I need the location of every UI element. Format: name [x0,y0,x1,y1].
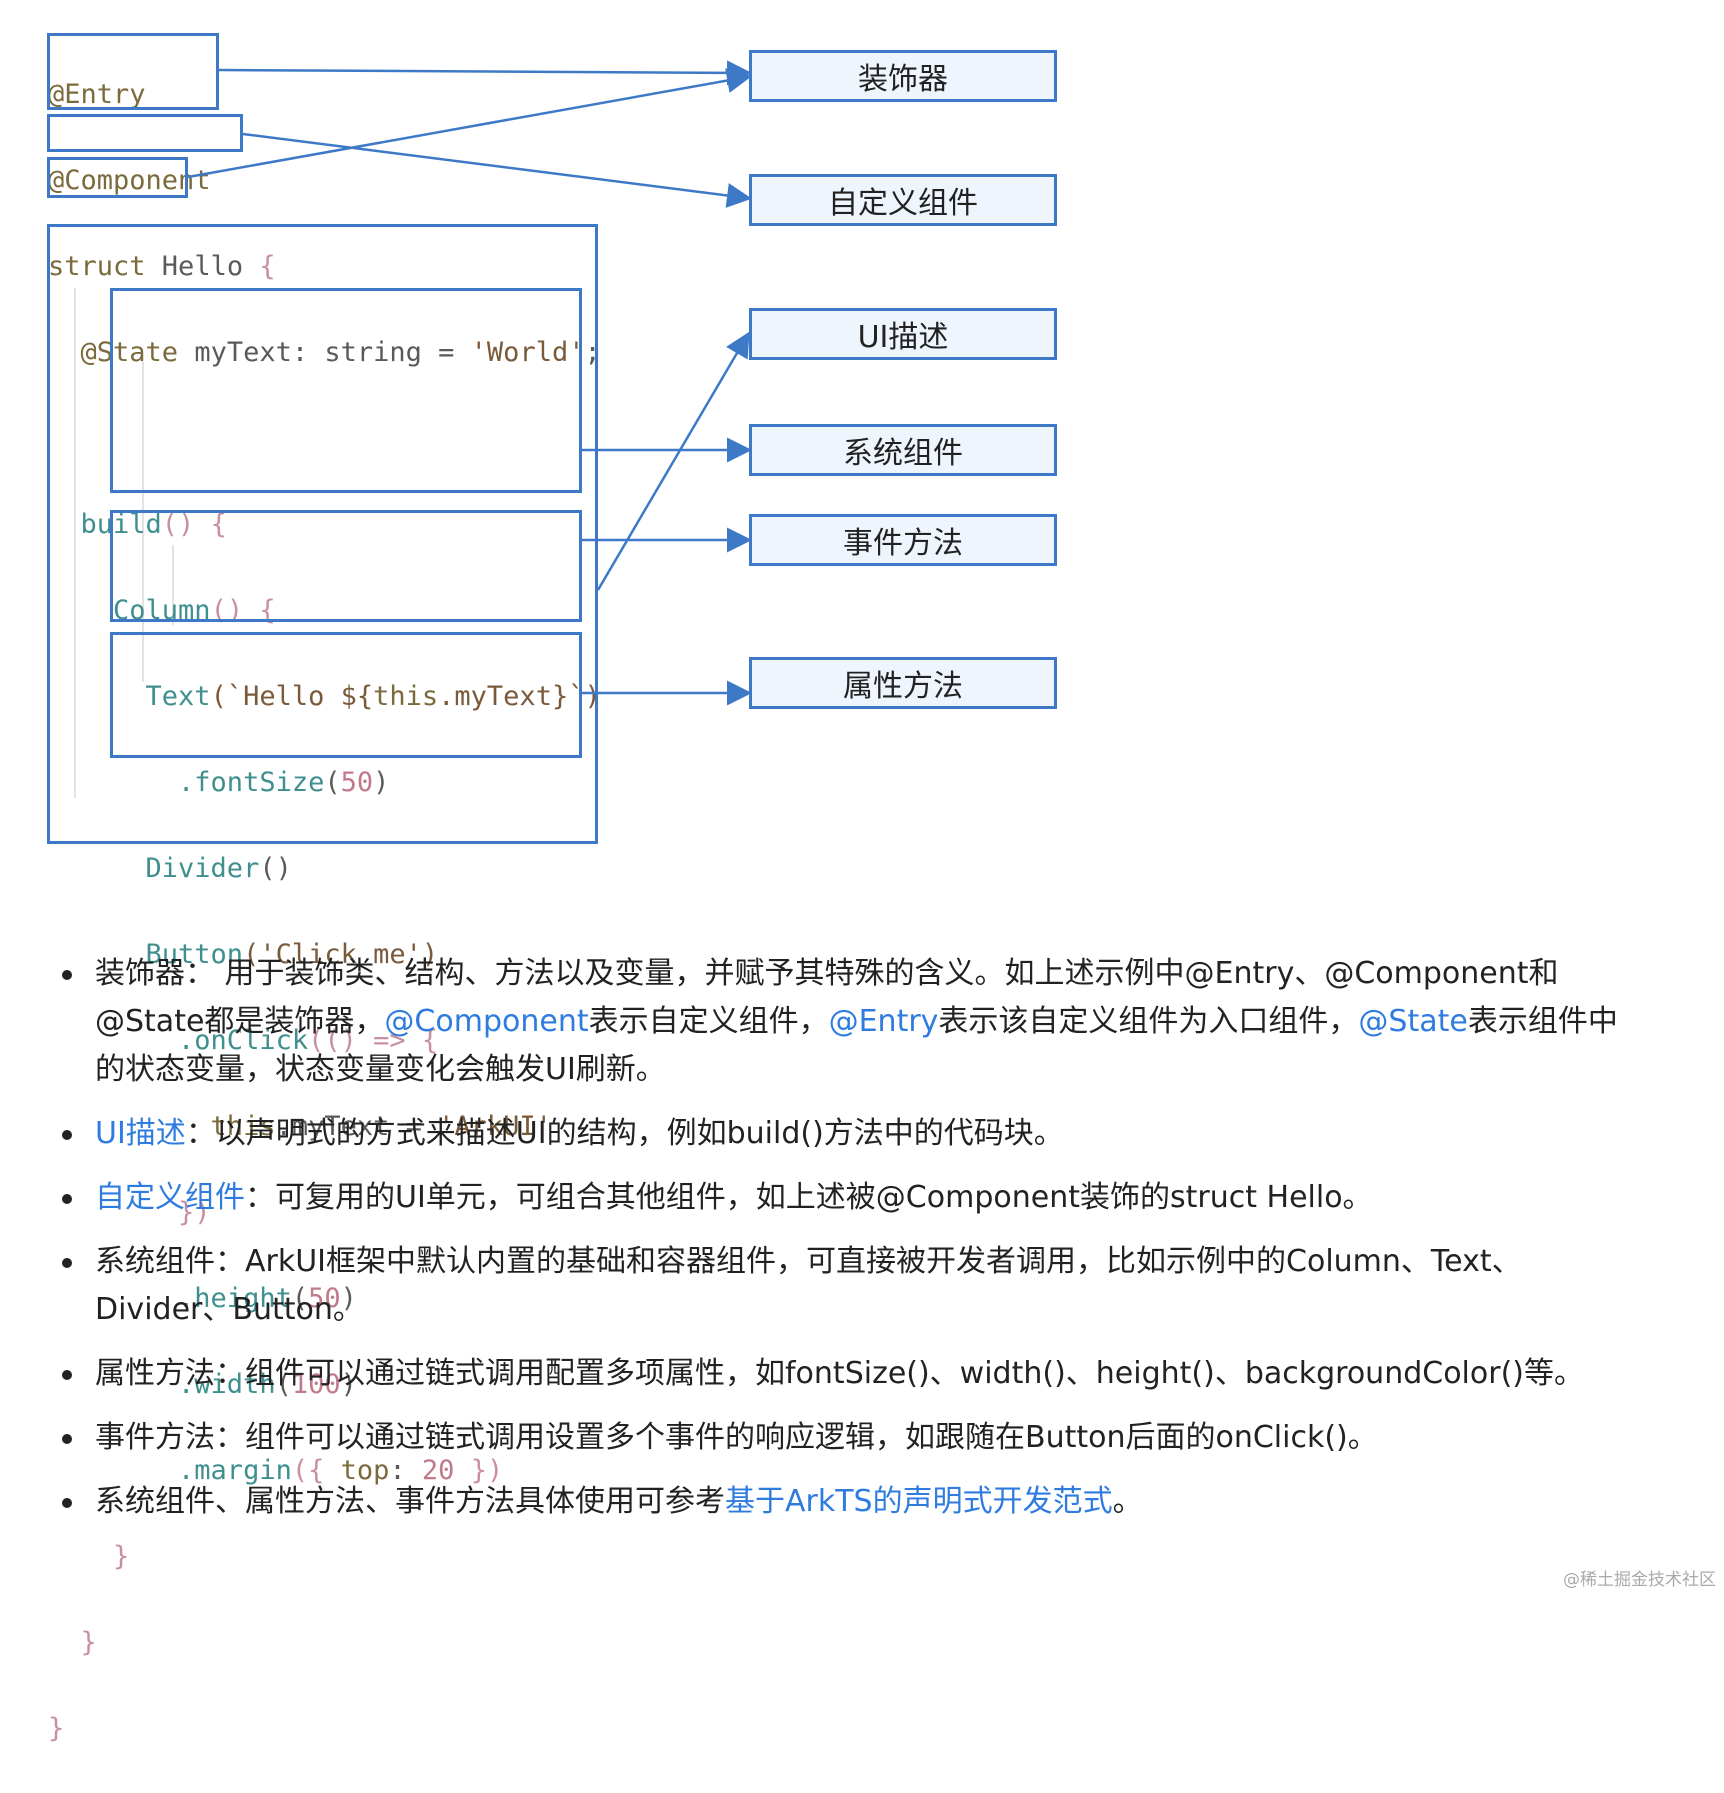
arrow-state-to-decorator [187,68,752,179]
arrow-struct-to-custom-component [242,132,752,208]
link-entry[interactable]: @Entry [828,1004,939,1039]
list-item: 系统组件、属性方法、事件方法具体使用可参考基于ArkTS的声明式开发范式。 [60,1478,1620,1526]
link-arkts-paradigm[interactable]: 基于ArkTS的声明式开发范式 [725,1484,1113,1519]
code-line: build() { [48,509,227,540]
code-line: } [48,1713,65,1744]
code-line: .width(100) [48,1369,357,1400]
explanation-list: 装饰器： 用于装饰类、结构、方法以及变量，并赋予其特殊的含义。如上述示例中@En… [60,950,1620,1542]
code-line: Text(`Hello ${this.myText}`) [48,681,601,712]
list-item: 装饰器： 用于装饰类、结构、方法以及变量，并赋予其特殊的含义。如上述示例中@En… [60,950,1620,1094]
state-highlight-box [47,157,188,198]
indent-guide [172,545,174,625]
build-highlight-box [47,224,598,844]
arrow-entry-to-decorator [218,60,752,86]
decorator-highlight-box [47,33,219,110]
code-line: @Entry [48,79,146,110]
code-line: } [48,1627,97,1658]
label-custom-component: 自定义组件 [749,174,1057,226]
list-item: UI描述：以声明式的方式来描述UI的结构，例如build()方法中的代码块。 [60,1110,1620,1158]
label-ui-description: UI描述 [749,308,1057,360]
list-item: 属性方法：组件可以通过链式调用配置多项属性，如fontSize()、width(… [60,1350,1620,1398]
code-line: @Component [48,165,211,196]
code-line: .fontSize(50) [48,767,390,798]
code-line: .onClick(() => { [48,1025,439,1056]
label-event-method: 事件方法 [749,514,1057,566]
code-line: Button('Click me') [48,939,439,970]
label-decorator: 装饰器 [749,50,1057,102]
list-item: 事件方法：组件可以通过链式调用设置多个事件的响应逻辑，如跟随在Button后面的… [60,1414,1620,1462]
list-item: 系统组件：ArkUI框架中默认内置的基础和容器组件，可直接被开发者调用，比如示例… [60,1238,1620,1334]
indent-guide [74,288,76,798]
code-line: } [48,1541,130,1572]
watermark: @稀土掘金技术社区 [1563,1570,1716,1590]
link-state[interactable]: @State [1358,1004,1468,1039]
code-line: @State myText: string = 'World'; [48,337,601,368]
code-line: .margin({ top: 20 }) [48,1455,504,1486]
code-line: struct Hello { [48,251,276,282]
connector-arrows [187,60,752,706]
link-custom-component[interactable]: 自定义组件 [95,1180,245,1215]
link-component[interactable]: @Component [384,1004,589,1039]
list-item: 自定义组件：可复用的UI单元，可组合其他组件，如上述被@Component装饰的… [60,1174,1620,1222]
code-line: }) [48,1197,211,1228]
arrow-build-to-ui-description [596,331,750,591]
link-ui-description[interactable]: UI描述 [95,1116,186,1151]
code-line: Divider() [48,853,292,884]
code-line: this.myText = 'ArkUI' [48,1111,552,1142]
label-system-component: 系统组件 [749,424,1057,476]
indent-guide [142,362,144,682]
attribute-method-highlight-box [110,632,582,758]
code-line: .height(50) [48,1283,357,1314]
event-method-highlight-box [110,510,582,622]
struct-highlight-box [47,114,243,152]
system-component-highlight-box [110,288,582,493]
label-attribute-method: 属性方法 [749,657,1057,709]
